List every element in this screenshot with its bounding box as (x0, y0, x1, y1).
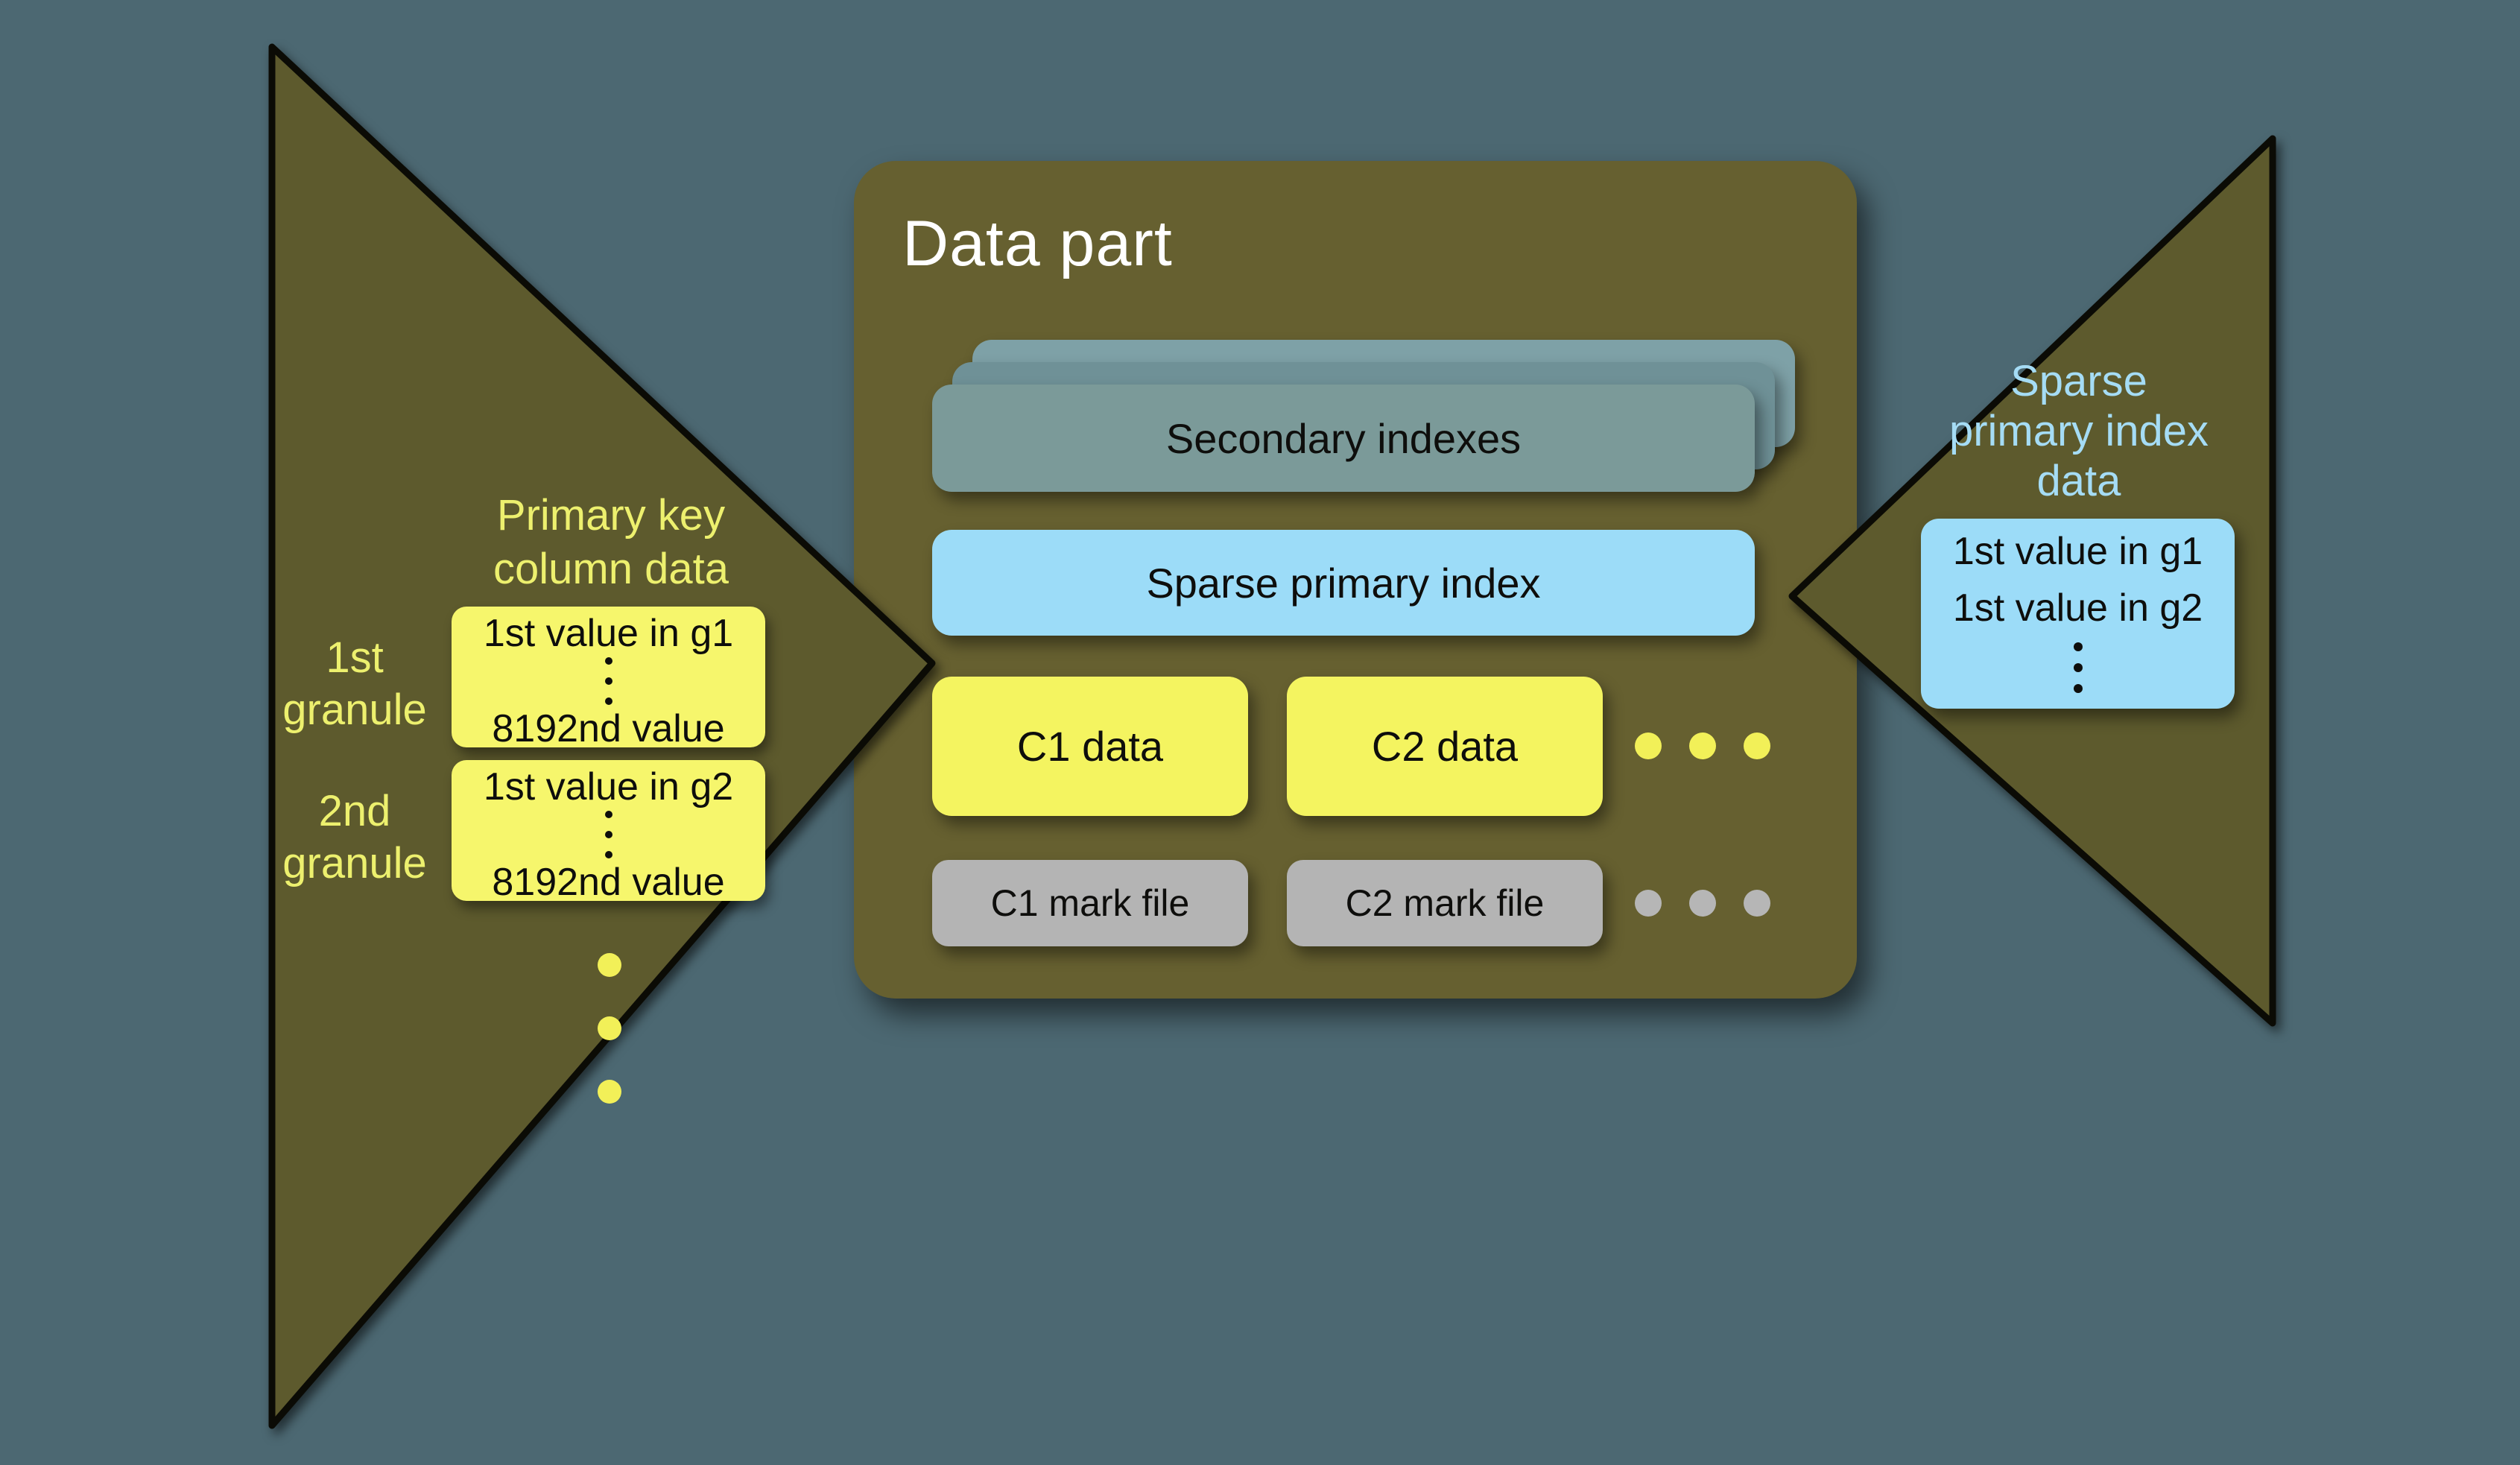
dot (1744, 890, 1770, 917)
sparse-index-data-heading-line3: data (2036, 457, 2121, 505)
dot (604, 677, 612, 685)
dot (598, 953, 621, 977)
granule-1-first-value: 1st value in g1 (483, 612, 734, 655)
c1-mark-file-label: C1 mark file (990, 882, 1190, 924)
primary-key-heading-line1: Primary key (496, 491, 726, 540)
sparse-index-value-2: 1st value in g2 (1952, 586, 2203, 630)
sparse-index-data-heading-line1: Sparse (2010, 357, 2147, 405)
dot (1635, 890, 1662, 917)
sparse-index-values-box: 1st value in g1 1st value in g2 (1921, 519, 2235, 709)
sparse-index-data-heading: Sparse primary index data (1855, 356, 2302, 506)
vertical-ellipsis-icon (604, 811, 612, 858)
granule-2-first-value: 1st value in g2 (483, 765, 734, 809)
dot (598, 1016, 621, 1040)
granule-1-label-line1: 1st (326, 633, 384, 682)
c2-mark-file-label: C2 mark file (1345, 882, 1545, 924)
dot (2073, 642, 2083, 651)
dot (1635, 732, 1662, 759)
sparse-primary-index-bar: Sparse primary index (932, 530, 1755, 636)
dot (604, 657, 612, 665)
secondary-indexes-box: Secondary indexes (932, 385, 1755, 492)
granule-1-label: 1st granule (206, 632, 504, 736)
granule-continue-ellipsis-icon (598, 953, 621, 1104)
sparse-index-value-1: 1st value in g1 (1952, 530, 2203, 573)
granule-2-label: 2nd granule (206, 785, 504, 890)
granule-2-label-line1: 2nd (318, 787, 391, 835)
dot (1744, 732, 1770, 759)
sparse-index-data-heading-line2: primary index (1948, 407, 2209, 455)
dot (1689, 732, 1716, 759)
granule-2-value-box: 1st value in g2 8192nd value (452, 760, 765, 904)
c1-mark-file-box: C1 mark file (932, 860, 1248, 946)
dot (604, 697, 612, 705)
c2-data-label: C2 data (1371, 723, 1519, 770)
data-ellipsis-icon (1635, 732, 1770, 759)
c1-data-box: C1 data (932, 677, 1248, 816)
mark-ellipsis-icon (1635, 890, 1770, 917)
dot (2073, 684, 2083, 693)
c2-mark-file-box: C2 mark file (1287, 860, 1603, 946)
dot (598, 1080, 621, 1104)
secondary-indexes-label: Secondary indexes (1165, 414, 1522, 462)
sparse-primary-index-label: Sparse primary index (1146, 559, 1541, 607)
dot (604, 811, 612, 818)
c2-data-box: C2 data (1287, 677, 1603, 816)
dot (604, 851, 612, 858)
dot (604, 831, 612, 838)
vertical-ellipsis-icon (2073, 642, 2083, 693)
granule-2-last-value: 8192nd value (492, 861, 725, 904)
vertical-ellipsis-icon (604, 657, 612, 705)
granule-1-last-value: 8192nd value (492, 707, 725, 750)
dot (1689, 890, 1716, 917)
granule-1-label-line2: granule (282, 686, 427, 734)
panel-title: Data part (902, 208, 1173, 279)
c1-data-label: C1 data (1016, 723, 1164, 770)
dot (2073, 663, 2083, 672)
primary-key-heading: Primary key column data (387, 489, 835, 596)
primary-key-heading-line2: column data (493, 545, 729, 593)
granule-1-value-box: 1st value in g1 8192nd value (452, 607, 765, 750)
granule-2-label-line2: granule (282, 839, 427, 887)
